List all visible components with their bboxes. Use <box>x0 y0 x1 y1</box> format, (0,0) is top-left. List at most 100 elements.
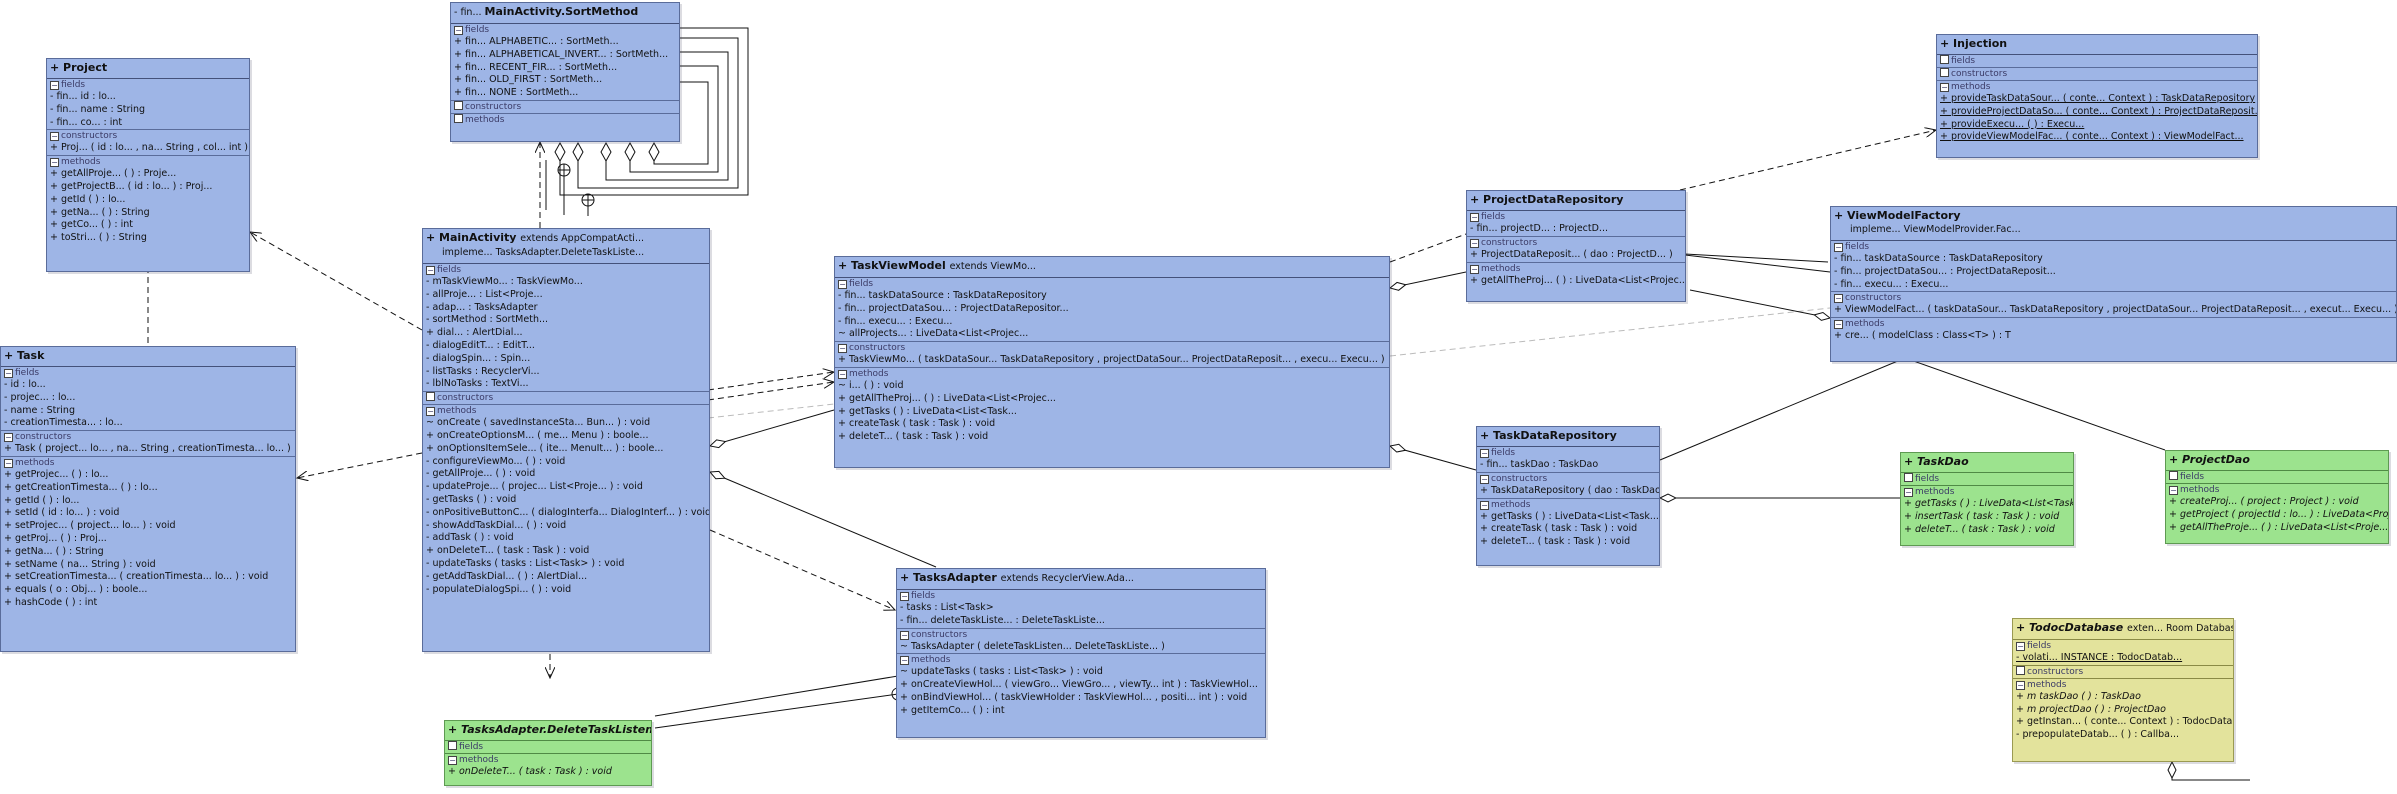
field-row[interactable]: - dialogSpin... : Spin... <box>423 353 709 366</box>
field-row[interactable]: - creationTimesta... : lo... <box>1 417 295 430</box>
method-row[interactable]: + setProjec... ( project... lo... ) : vo… <box>1 520 295 533</box>
class-taskrepo[interactable]: + TaskDataRepository−fields- fin... task… <box>1476 426 1660 566</box>
collapse-toggle-icon[interactable]: − <box>454 26 463 35</box>
section-header[interactable]: fields <box>1937 55 2257 67</box>
collapse-toggle-icon[interactable]: − <box>1834 294 1843 304</box>
method-row[interactable]: + getTasks ( ) : LiveData<List<Task... <box>1477 511 1659 524</box>
collapse-toggle-icon[interactable]: − <box>426 266 435 275</box>
section-header[interactable]: −fields <box>835 278 1389 290</box>
section-header[interactable]: constructors <box>1937 68 2257 80</box>
section-header[interactable]: fields <box>1901 473 2073 485</box>
method-row[interactable]: + getId ( ) : lo... <box>1 495 295 508</box>
collapse-toggle-icon[interactable]: − <box>838 280 847 289</box>
section-header[interactable]: −fields <box>423 264 709 276</box>
constructor-row[interactable]: + ProjectDataReposit... ( dao : ProjectD… <box>1467 249 1685 262</box>
section-header[interactable]: fields <box>2166 471 2388 483</box>
field-row[interactable]: - listTasks : RecyclerVi... <box>423 366 709 379</box>
collapse-toggle-icon[interactable]: − <box>2169 486 2178 495</box>
section-header[interactable]: −fields <box>1831 241 2396 253</box>
collapse-toggle-icon[interactable] <box>426 392 435 402</box>
collapse-toggle-icon[interactable]: − <box>4 458 13 468</box>
collapse-toggle-icon[interactable]: − <box>50 132 59 142</box>
collapse-toggle-icon[interactable]: − <box>426 407 435 417</box>
collapse-toggle-icon[interactable]: − <box>900 630 909 640</box>
field-row[interactable]: + fin... RECENT_FIR... : SortMeth... <box>451 62 679 75</box>
section-header[interactable]: −methods <box>445 754 651 766</box>
field-row[interactable]: - fin... id : lo... <box>47 91 249 104</box>
constructor-row[interactable]: + Task ( project... lo... , na... String… <box>1 443 295 456</box>
method-row[interactable]: + provideExecu... ( ) : Execu... <box>1937 119 2257 132</box>
method-row[interactable]: + setCreationTimesta... ( creationTimest… <box>1 571 295 584</box>
section-header[interactable]: fields <box>445 741 651 753</box>
collapse-toggle-icon[interactable] <box>1904 473 1913 482</box>
section-header[interactable]: −constructors <box>1 431 295 443</box>
section-header[interactable]: −methods <box>47 156 249 168</box>
section-header[interactable]: −methods <box>1 457 295 469</box>
field-row[interactable]: ~ allProjects... : LiveData<List<Projec.… <box>835 328 1389 341</box>
collapse-toggle-icon[interactable]: − <box>1834 320 1843 330</box>
field-row[interactable]: - mTaskViewMo... : TaskViewMo... <box>423 276 709 289</box>
class-project[interactable]: + Project−fields- fin... id : lo...- fin… <box>46 58 250 272</box>
method-row[interactable]: + getTasks ( ) : LiveData<List<Task... <box>1901 498 2073 511</box>
constructor-row[interactable]: + ViewModelFact... ( taskDataSour... Tas… <box>1831 304 2396 317</box>
section-header[interactable]: −constructors <box>1477 473 1659 485</box>
section-header[interactable]: −methods <box>423 405 709 417</box>
method-row[interactable]: - populateDialogSpi... ( ) : void <box>423 584 709 597</box>
field-row[interactable]: - sortMethod : SortMeth... <box>423 314 709 327</box>
method-row[interactable]: + getCreationTimesta... ( ) : lo... <box>1 482 295 495</box>
section-header[interactable]: −constructors <box>835 342 1389 354</box>
method-row[interactable]: + getAllProje... ( ) : Proje... <box>47 168 249 181</box>
collapse-toggle-icon[interactable]: − <box>4 369 13 378</box>
section-header[interactable]: −methods <box>1831 318 2396 330</box>
method-row[interactable]: + getProject ( projectId : lo... ) : Liv… <box>2166 509 2388 522</box>
method-row[interactable]: + getProj... ( ) : Proj... <box>1 533 295 546</box>
method-row[interactable]: + createProj... ( project : Project ) : … <box>2166 496 2388 509</box>
method-row[interactable]: - getAllProje... ( ) : void <box>423 468 709 481</box>
section-header[interactable]: −methods <box>1467 263 1685 275</box>
collapse-toggle-icon[interactable]: − <box>1834 243 1843 252</box>
field-row[interactable]: - fin... execu... : Execu... <box>835 316 1389 329</box>
section-header[interactable]: −fields <box>1 367 295 379</box>
field-row[interactable]: - id : lo... <box>1 379 295 392</box>
collapse-toggle-icon[interactable]: − <box>1940 83 1949 92</box>
section-header[interactable]: −fields <box>1467 211 1685 223</box>
method-row[interactable]: + onBindViewHol... ( taskViewHolder : Ta… <box>897 692 1265 705</box>
class-projectrepo[interactable]: + ProjectDataRepository−fields- fin... p… <box>1466 190 1686 302</box>
field-row[interactable]: - adap... : TasksAdapter <box>423 302 709 315</box>
collapse-toggle-icon[interactable]: − <box>50 158 59 168</box>
method-row[interactable]: + getTasks ( ) : LiveData<List<Task... <box>835 406 1389 419</box>
method-row[interactable]: + toStri... ( ) : String <box>47 232 249 245</box>
section-header[interactable]: −methods <box>897 654 1265 666</box>
method-row[interactable]: + getCo... ( ) : int <box>47 219 249 232</box>
method-row[interactable]: + m projectDao ( ) : ProjectDao <box>2013 704 2233 717</box>
field-row[interactable]: - fin... projectDataSou... : ProjectData… <box>835 303 1389 316</box>
class-tasksadapter[interactable]: + TasksAdapter extends RecyclerView.Ada.… <box>896 568 1266 738</box>
collapse-toggle-icon[interactable]: − <box>448 756 457 765</box>
field-row[interactable]: - dialogEditT... : EditT... <box>423 340 709 353</box>
field-row[interactable]: - projec... : lo... <box>1 392 295 405</box>
collapse-toggle-icon[interactable]: − <box>1480 449 1489 458</box>
field-row[interactable]: - name : String <box>1 405 295 418</box>
collapse-toggle-icon[interactable] <box>1940 55 1949 64</box>
collapse-toggle-icon[interactable]: − <box>2016 642 2025 651</box>
class-task[interactable]: + Task−fields- id : lo...- projec... : l… <box>0 346 296 652</box>
method-row[interactable]: + insertTask ( task : Task ) : void <box>1901 511 2073 524</box>
section-header[interactable]: −fields <box>47 79 249 91</box>
section-header[interactable]: −constructors <box>897 629 1265 641</box>
section-header[interactable]: methods <box>451 113 679 126</box>
collapse-toggle-icon[interactable]: − <box>1470 238 1479 248</box>
section-header[interactable]: −fields <box>2013 640 2233 652</box>
collapse-toggle-icon[interactable]: − <box>1904 488 1913 497</box>
collapse-toggle-icon[interactable]: − <box>838 344 847 354</box>
section-header[interactable]: −constructors <box>1831 292 2396 304</box>
method-row[interactable]: - updateProje... ( projec... List<Proje.… <box>423 481 709 494</box>
method-row[interactable]: - configureViewMo... ( ) : void <box>423 456 709 469</box>
method-row[interactable]: + equals ( o : Obj... ) : boole... <box>1 584 295 597</box>
collapse-toggle-icon[interactable] <box>2016 665 2025 675</box>
section-header[interactable]: −constructors <box>47 130 249 142</box>
method-row[interactable]: + m taskDao ( ) : TaskDao <box>2013 691 2233 704</box>
field-row[interactable]: - fin... taskDao : TaskDao <box>1477 459 1659 472</box>
method-row[interactable]: - onPositiveButtonC... ( dialogInterfa..… <box>423 507 709 520</box>
method-row[interactable]: + provideProjectDataSo... ( conte... Con… <box>1937 106 2257 119</box>
class-sortmethod[interactable]: - fin... MainActivity.SortMethod−fields+… <box>450 2 680 142</box>
